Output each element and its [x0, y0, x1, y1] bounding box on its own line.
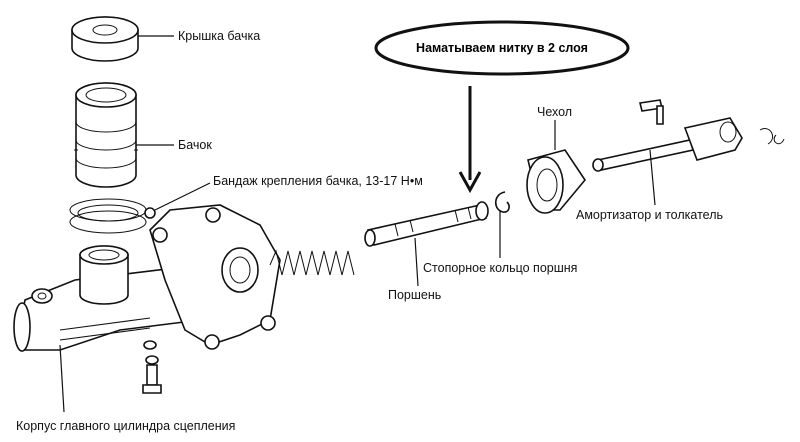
- label-piston: Поршень: [388, 288, 441, 302]
- label-body: Корпус главного цилиндра сцепления: [16, 419, 235, 433]
- dust-boot: [526, 149, 586, 214]
- annotation-callout: [374, 20, 630, 194]
- label-cap: Крышка бачка: [178, 29, 260, 43]
- label-band: Бандаж крепления бачка, 13-17 Н•м: [213, 174, 423, 188]
- bleeder-parts: [142, 340, 162, 394]
- piston: [364, 201, 489, 247]
- label-reservoir: Бачок: [178, 138, 212, 152]
- label-boot: Чехол: [537, 105, 572, 119]
- return-spring: [269, 249, 355, 276]
- annotation-text: Наматываем нитку в 2 слоя: [416, 41, 588, 55]
- reservoir-rings: [69, 198, 156, 234]
- leader-lines: [59, 35, 656, 413]
- label-pushrod: Амортизатор и толкатель: [576, 208, 723, 222]
- reservoir-cap: [71, 16, 139, 62]
- label-snap-ring: Стопорное кольцо поршня: [423, 261, 577, 275]
- piston-snap-ring: [494, 191, 510, 213]
- mounting-flange: [149, 204, 281, 350]
- push-rod: [592, 99, 785, 172]
- reservoir: [74, 82, 138, 188]
- cylinder-body: [13, 245, 216, 352]
